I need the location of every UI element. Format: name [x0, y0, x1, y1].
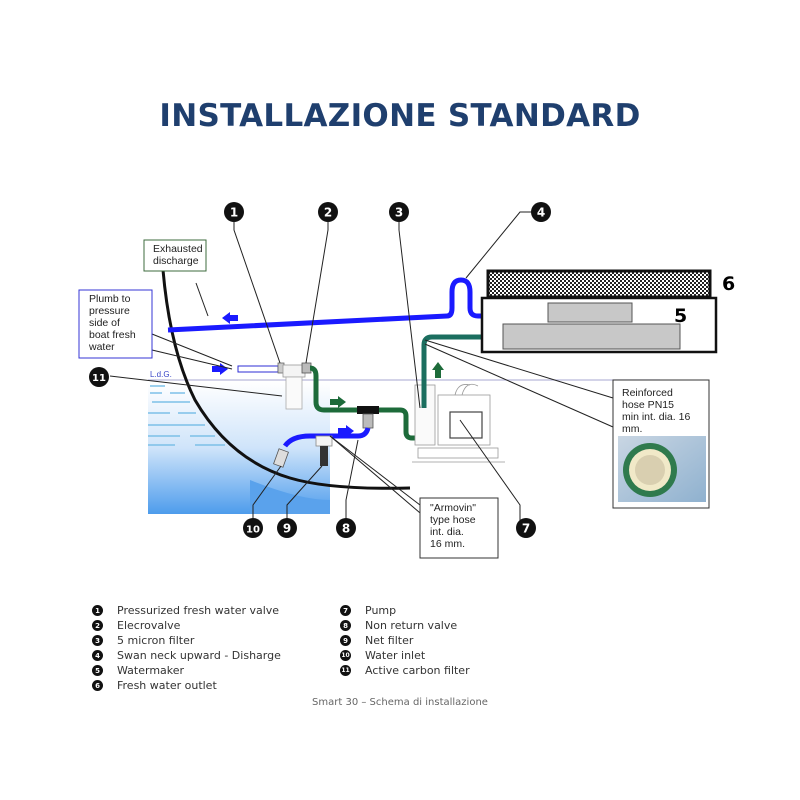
svg-text:type hose: type hose — [430, 514, 476, 526]
net-filter-body — [320, 446, 328, 466]
svg-text:side of: side of — [89, 317, 120, 329]
callout-armovin-hose: "Armovin" type hose int. dia. 16 mm. — [419, 497, 499, 559]
outlet-line — [421, 334, 590, 408]
marker-10: 10 — [243, 518, 263, 538]
marker-1: 1 — [224, 202, 244, 222]
water-inlet — [273, 448, 289, 468]
callout-exhausted-discharge: Exhausted discharge — [143, 239, 207, 272]
marker-9: 9 — [277, 518, 297, 538]
svg-text:7: 7 — [522, 522, 530, 536]
flow-arrow-outlet — [432, 362, 444, 378]
svg-text:Exhausted: Exhausted — [153, 243, 203, 255]
svg-text:Plumb to: Plumb to — [89, 293, 131, 305]
electrovalve-2 — [301, 362, 312, 374]
callout-plumb-to-pressure: Plumb to pressure side of boat fresh wat… — [78, 289, 153, 359]
svg-text:min int. dia. 16: min int. dia. 16 — [622, 411, 690, 423]
svg-text:2: 2 — [324, 206, 332, 220]
svg-text:9: 9 — [283, 522, 291, 536]
callout-reinforced-hose: Reinforced hose PN15 min int. dia. 16 mm… — [612, 379, 710, 509]
number-badge-icon: 8 — [340, 620, 351, 631]
svg-text:16 mm.: 16 mm. — [430, 538, 465, 550]
plumb-pipe — [237, 365, 279, 373]
svg-text:"Armovin": "Armovin" — [430, 502, 476, 514]
number-badge-icon: 9 — [340, 635, 351, 646]
water-ripples — [148, 385, 225, 446]
marker-4: 4 — [531, 202, 551, 222]
net-filter — [315, 435, 333, 447]
fresh-water-outlet — [486, 269, 712, 299]
svg-text:pressure: pressure — [89, 305, 130, 317]
svg-text:hose PN15: hose PN15 — [622, 399, 674, 411]
number-badge-icon: 6 — [92, 680, 103, 691]
marker-8: 8 — [336, 518, 356, 538]
inlet-line — [282, 427, 371, 448]
pump-assembly — [412, 383, 505, 463]
non-return-valve-body — [362, 413, 374, 429]
number-badge-icon: 7 — [340, 605, 351, 616]
svg-text:int. dia.: int. dia. — [430, 526, 464, 538]
flow-arrow-pressure — [330, 396, 346, 408]
number-badge-icon: 11 — [340, 665, 351, 676]
number-badge-icon: 5 — [92, 665, 103, 676]
flow-arrow-discharge — [222, 312, 238, 324]
non-return-valve — [357, 406, 379, 414]
active-carbon-filter-body — [285, 376, 303, 410]
svg-text:discharge: discharge — [153, 255, 199, 267]
page-title: INSTALLAZIONE STANDARD — [159, 98, 641, 134]
svg-text:8: 8 — [342, 522, 350, 536]
svg-text:1: 1 — [230, 206, 238, 220]
svg-text:boat fresh: boat fresh — [89, 329, 136, 341]
marker-11: 11 — [89, 367, 109, 387]
flow-arrow-inlet — [338, 425, 354, 437]
svg-text:4: 4 — [537, 206, 545, 220]
figure-caption: Smart 30 – Schema di installazione — [312, 697, 488, 708]
svg-text:mm.: mm. — [622, 423, 642, 435]
svg-text:3: 3 — [395, 206, 403, 220]
number-badge-icon: 2 — [92, 620, 103, 631]
marker-2: 2 — [318, 202, 338, 222]
svg-text:water: water — [88, 341, 115, 353]
svg-text:10: 10 — [246, 525, 260, 536]
waterline-label: L.d.G. — [150, 370, 172, 379]
flow-arrow-plumb — [212, 363, 228, 375]
sea-under-hull — [250, 480, 330, 514]
number-badge-icon: 1 — [92, 605, 103, 616]
discharge-line — [167, 277, 548, 333]
watermaker-module-bottom — [502, 323, 681, 350]
marker-3: 3 — [389, 202, 409, 222]
number-badge-icon: 10 — [340, 650, 351, 661]
watermaker-module-top — [547, 302, 633, 323]
svg-text:Reinforced: Reinforced — [622, 387, 673, 399]
number-badge-icon: 4 — [92, 650, 103, 661]
svg-text:11: 11 — [92, 373, 106, 384]
outlet-number: 6 — [722, 273, 735, 295]
pressure-line — [309, 365, 430, 441]
number-badge-icon: 3 — [92, 635, 103, 646]
watermaker-number: 5 — [674, 305, 687, 327]
marker-7: 7 — [516, 518, 536, 538]
